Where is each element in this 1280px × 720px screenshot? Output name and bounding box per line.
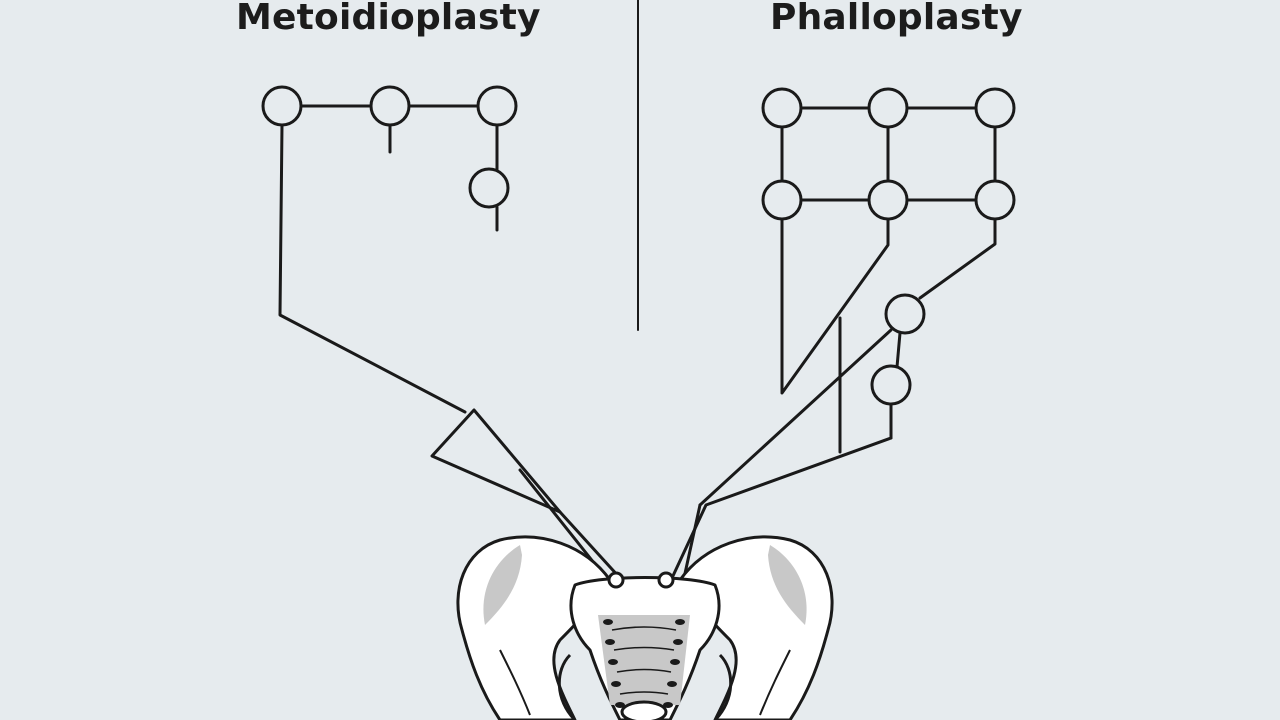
metoidioplasty-network xyxy=(261,85,622,580)
pelvis-illustration xyxy=(456,535,834,720)
metoidioplasty-node xyxy=(476,85,518,127)
phalloplasty-node xyxy=(867,87,909,129)
phalloplasty-title: Phalloplasty xyxy=(770,0,1023,38)
phalloplasty-network xyxy=(670,87,1016,580)
metoidioplasty-lead-line xyxy=(278,123,467,414)
phalloplasty-node xyxy=(761,87,803,129)
metoidioplasty-node xyxy=(369,85,411,127)
phalloplasty-node xyxy=(867,179,909,221)
metoidioplasty-node xyxy=(261,85,303,127)
phalloplasty-node xyxy=(974,179,1016,221)
phalloplasty-node xyxy=(870,364,912,406)
metoidioplasty-arrow xyxy=(430,408,562,514)
metoidioplasty-title: Metoidioplasty xyxy=(236,0,541,38)
phalloplasty-node xyxy=(761,179,803,221)
phalloplasty-node xyxy=(974,87,1016,129)
metoidioplasty-node xyxy=(468,167,510,209)
phalloplasty-node xyxy=(884,293,926,335)
